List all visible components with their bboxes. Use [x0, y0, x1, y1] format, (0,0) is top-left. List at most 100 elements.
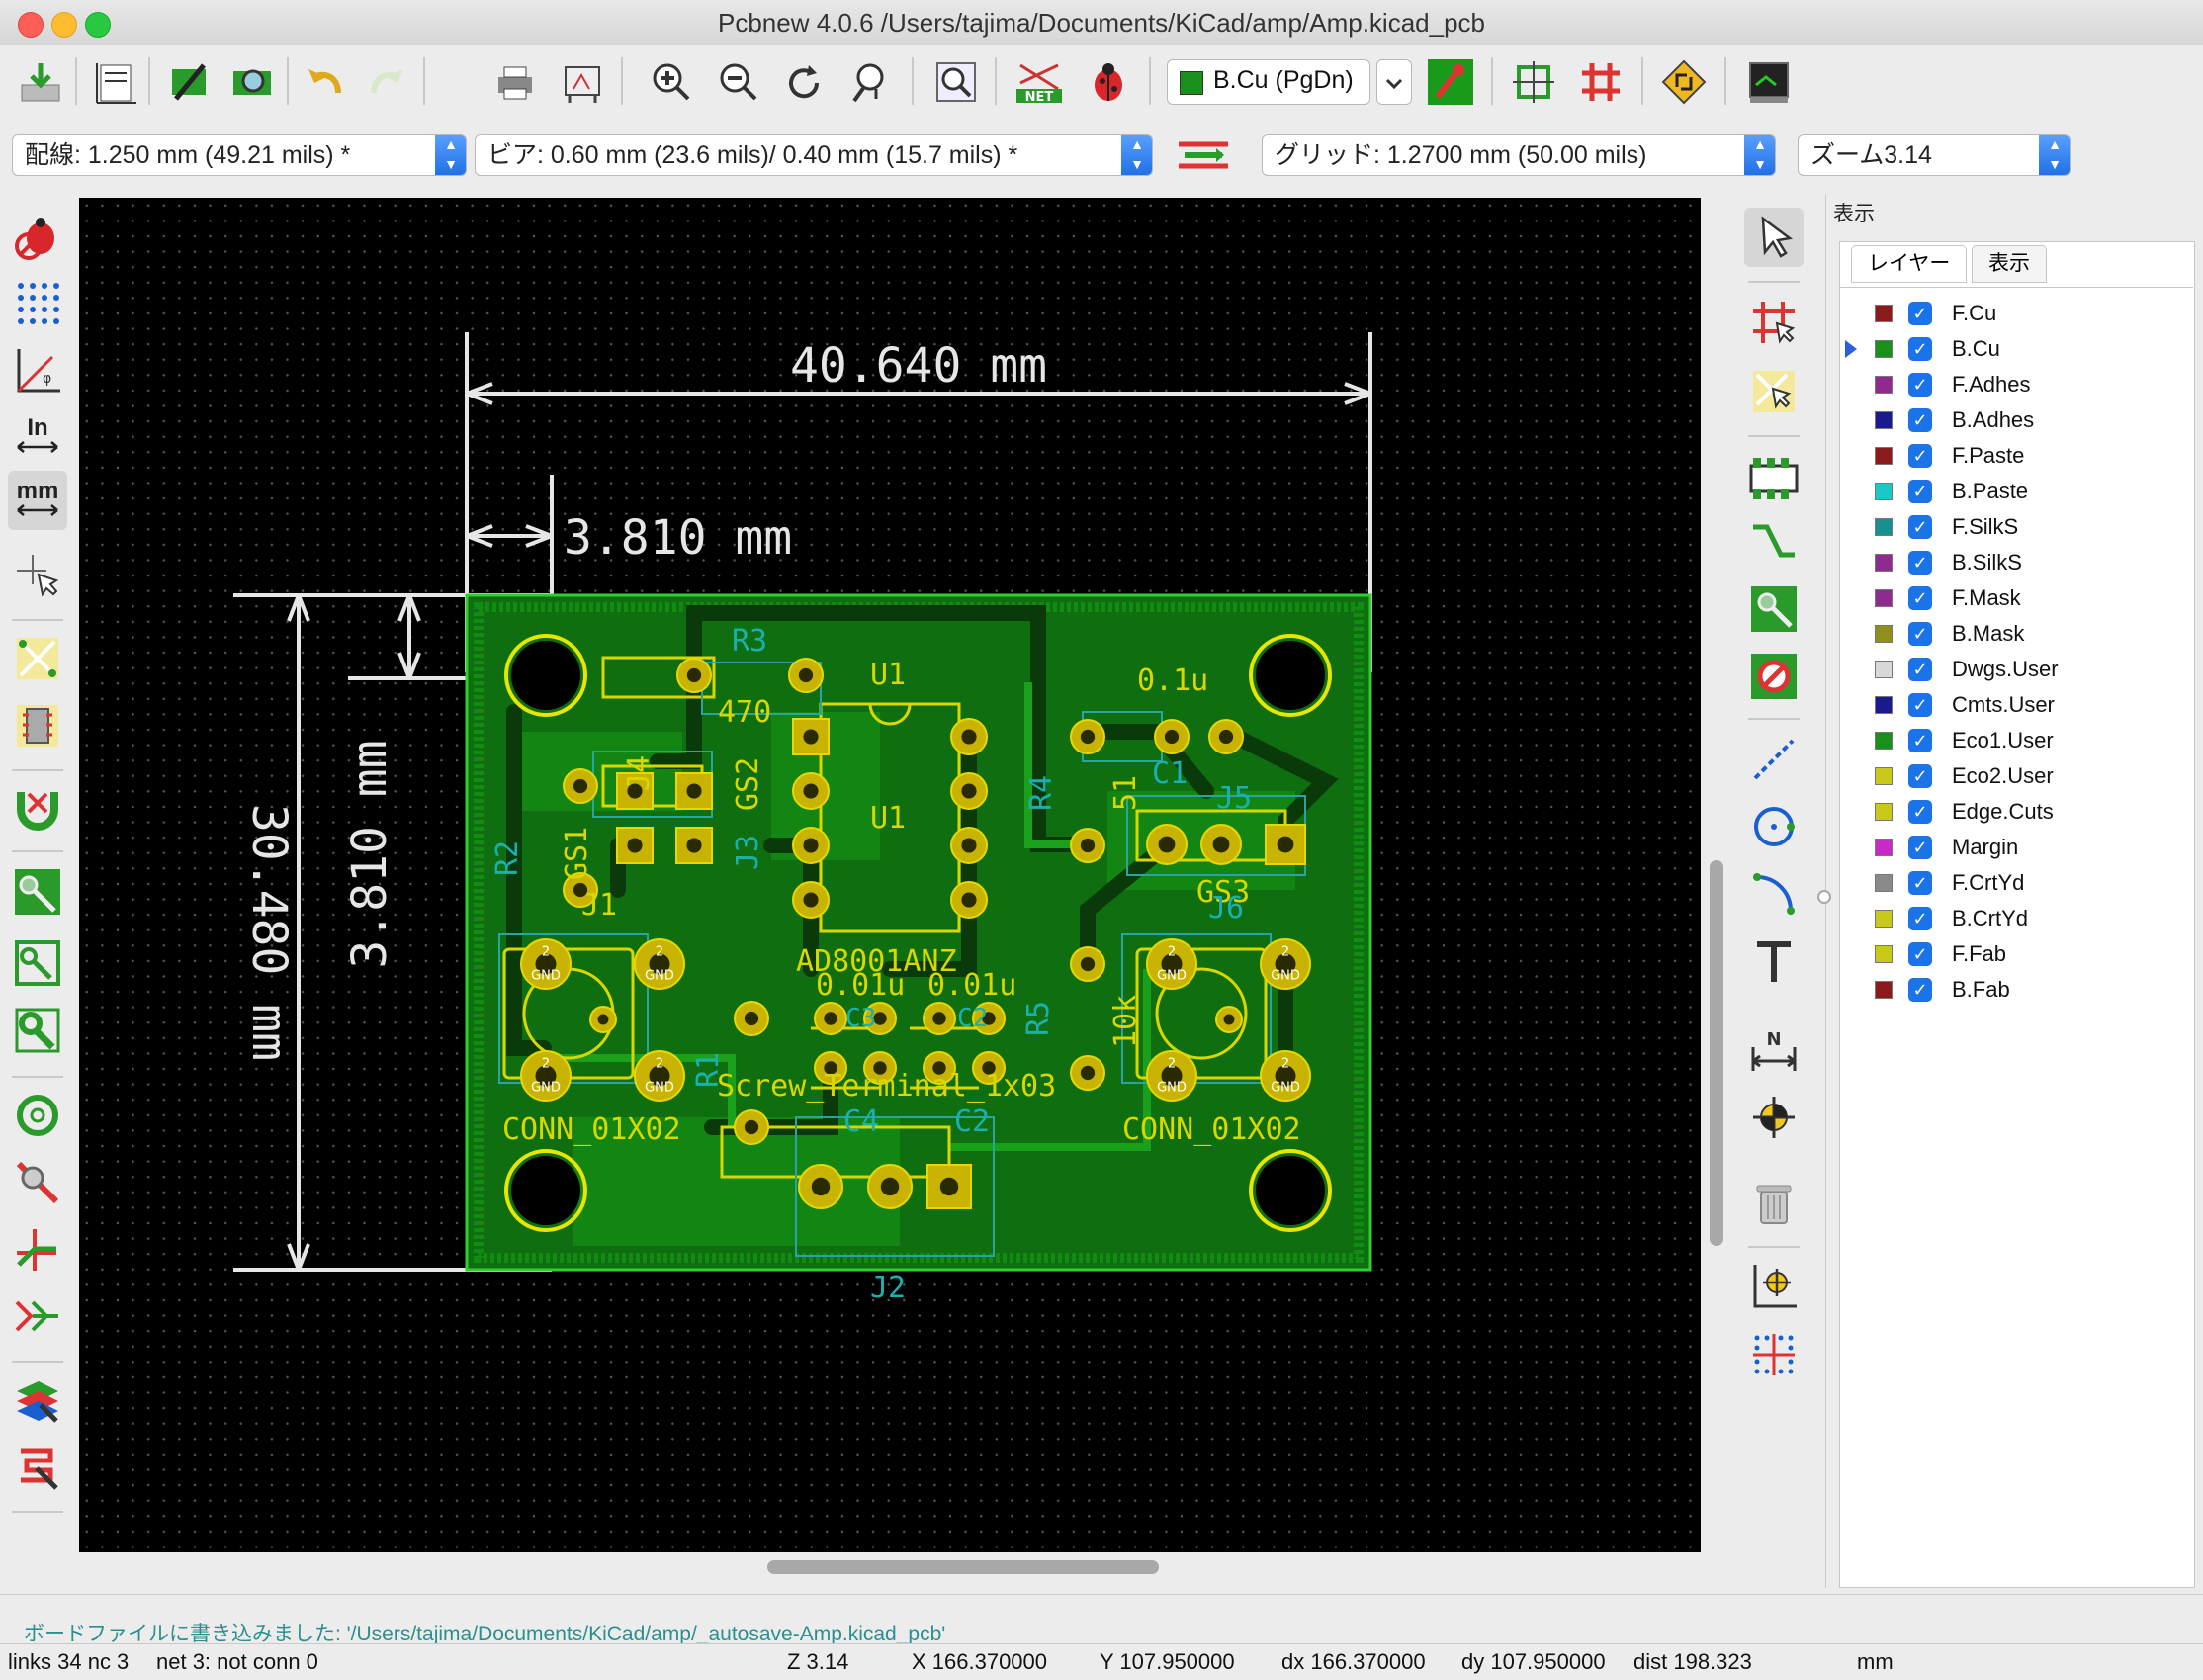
layer-visibility-checkbox[interactable]: ✓ — [1908, 871, 1932, 895]
layer-visibility-checkbox[interactable]: ✓ — [1908, 444, 1932, 468]
layer-row[interactable]: ✓Eco2.User — [1859, 759, 2054, 793]
via-size-select[interactable]: ビア: 0.60 mm (23.6 mils)/ 0.40 mm (15.7 m… — [475, 134, 1153, 176]
netlist-button[interactable]: NET — [1013, 55, 1066, 109]
save-board-button[interactable] — [14, 55, 67, 109]
select-tool-button[interactable] — [1744, 208, 1804, 267]
layer-color-swatch[interactable] — [1875, 376, 1893, 394]
layer-row[interactable]: ✓B.Fab — [1859, 973, 2010, 1007]
layer-color-swatch[interactable] — [1875, 447, 1893, 465]
layer-row[interactable]: ✓Margin — [1859, 831, 2018, 864]
pcb-pad[interactable] — [792, 718, 830, 755]
layer-visibility-checkbox[interactable]: ✓ — [1908, 836, 1932, 859]
layer-visibility-checkbox[interactable]: ✓ — [1908, 800, 1932, 824]
layer-color-swatch[interactable] — [1875, 874, 1893, 892]
layer-color-swatch[interactable] — [1875, 483, 1893, 500]
minimize-window-button[interactable] — [51, 12, 77, 38]
sash-handle[interactable] — [1817, 890, 1831, 904]
layer-row[interactable]: ✓F.Adhes — [1859, 368, 2031, 401]
layer-visibility-checkbox[interactable]: ✓ — [1908, 551, 1932, 575]
layer-visibility-checkbox[interactable]: ✓ — [1908, 942, 1932, 966]
layer-visibility-checkbox[interactable]: ✓ — [1908, 515, 1932, 539]
module-viewer-button[interactable] — [225, 55, 279, 109]
layer-visibility-checkbox[interactable]: ✓ — [1908, 586, 1932, 610]
layer-color-swatch[interactable] — [1875, 625, 1893, 643]
layers-manager-button[interactable] — [8, 1371, 67, 1430]
pad-sketch-button[interactable] — [8, 1086, 67, 1145]
horizontal-scrollbar[interactable] — [767, 1560, 1159, 1574]
zoom-fit-button[interactable] — [842, 55, 896, 109]
layer-color-swatch[interactable] — [1875, 589, 1893, 607]
module-ratsnest-button[interactable] — [8, 696, 67, 755]
units-inch-button[interactable]: In — [8, 407, 67, 467]
vertical-scrollbar[interactable] — [1710, 860, 1723, 1246]
redo-button[interactable] — [360, 55, 413, 109]
polar-coords-button[interactable]: φ — [8, 340, 67, 399]
delete-tool-button[interactable] — [1744, 1173, 1804, 1232]
zone-sketch-button[interactable] — [8, 1001, 67, 1060]
print-button[interactable] — [488, 55, 542, 109]
add-zone-button[interactable] — [1744, 579, 1804, 639]
tab-render[interactable]: 表示 — [1972, 245, 2047, 283]
layer-color-swatch[interactable] — [1875, 839, 1893, 856]
layer-visibility-checkbox[interactable]: ✓ — [1908, 658, 1932, 681]
layer-visibility-checkbox[interactable]: ✓ — [1908, 764, 1932, 788]
layer-color-swatch[interactable] — [1875, 340, 1893, 358]
layer-row[interactable]: ✓F.Mask — [1859, 581, 2021, 615]
layer-select[interactable]: B.Cu (PgDn) — [1167, 59, 1370, 105]
layer-row[interactable]: ✓B.Paste — [1859, 475, 2028, 508]
layer-row[interactable]: ✓F.Cu — [1859, 297, 1996, 330]
track-sketch-button[interactable] — [8, 1220, 67, 1280]
layer-row[interactable]: ✓Dwgs.User — [1859, 653, 2059, 686]
track-width-select[interactable]: 配線: 1.250 mm (49.21 mils) * ▲▼ — [12, 134, 467, 176]
module-editor-button[interactable] — [162, 55, 216, 109]
interactive-router-button[interactable] — [1657, 55, 1711, 109]
add-text-button[interactable] — [1744, 933, 1804, 993]
layer-color-swatch[interactable] — [1875, 411, 1893, 429]
layer-color-swatch[interactable] — [1875, 945, 1893, 963]
layer-row[interactable]: ✓Edge.Cuts — [1859, 795, 2054, 829]
local-ratsnest-button[interactable] — [1744, 362, 1804, 421]
layer-visibility-checkbox[interactable]: ✓ — [1908, 729, 1932, 752]
add-footprint-button[interactable] — [1744, 449, 1804, 508]
layer-row[interactable]: ✓F.CrtYd — [1859, 866, 2024, 900]
layer-visibility-checkbox[interactable]: ✓ — [1908, 408, 1932, 432]
layer-color-swatch[interactable] — [1875, 910, 1893, 928]
layer-visibility-checkbox[interactable]: ✓ — [1908, 337, 1932, 361]
add-target-button[interactable] — [1744, 1088, 1804, 1147]
layer-color-swatch[interactable] — [1875, 554, 1893, 572]
autoplace-button[interactable] — [1507, 55, 1560, 109]
layer-visibility-checkbox[interactable]: ✓ — [1908, 480, 1932, 503]
layer-row[interactable]: ✓B.Mask — [1859, 617, 2024, 651]
layer-visibility-checkbox[interactable]: ✓ — [1908, 622, 1932, 646]
redraw-button[interactable] — [777, 55, 831, 109]
microwave-toolbar-button[interactable] — [8, 1438, 67, 1497]
auto-delete-track-button[interactable] — [8, 779, 67, 839]
layer-select-dropdown[interactable] — [1376, 59, 1412, 105]
layer-color-swatch[interactable] — [1875, 661, 1893, 678]
layer-color-swatch[interactable] — [1875, 696, 1893, 714]
plot-button[interactable] — [556, 55, 609, 109]
grid-toggle-button[interactable] — [8, 273, 67, 332]
zoom-window-button[interactable] — [85, 12, 111, 38]
layer-color-swatch[interactable] — [1875, 803, 1893, 821]
layer-row[interactable]: ✓F.Fab — [1859, 937, 2006, 971]
zone-fill-button[interactable] — [8, 862, 67, 922]
layer-visibility-checkbox[interactable]: ✓ — [1908, 373, 1932, 397]
find-button[interactable] — [929, 55, 983, 109]
set-grid-origin-button[interactable] — [1744, 1325, 1804, 1384]
zoom-select[interactable]: ズーム3.14 ▲▼ — [1798, 134, 2071, 176]
layer-row[interactable]: ✓B.CrtYd — [1859, 902, 2028, 935]
units-mm-button[interactable]: mm — [8, 471, 67, 530]
via-sketch-button[interactable] — [8, 1153, 67, 1212]
pcb-pad[interactable] — [675, 772, 713, 810]
auto-track-width-button[interactable] — [1177, 129, 1230, 182]
page-settings-button[interactable] — [89, 55, 142, 109]
zoom-in-button[interactable] — [645, 55, 698, 109]
drc-off-button[interactable] — [8, 208, 67, 267]
set-drill-origin-button[interactable] — [1744, 1256, 1804, 1315]
layer-visibility-checkbox[interactable]: ✓ — [1908, 302, 1932, 325]
highlight-net-button[interactable] — [1744, 293, 1804, 352]
drc-button[interactable] — [1082, 55, 1135, 109]
layer-visibility-checkbox[interactable]: ✓ — [1908, 978, 1932, 1002]
add-circle-button[interactable] — [1744, 797, 1804, 856]
